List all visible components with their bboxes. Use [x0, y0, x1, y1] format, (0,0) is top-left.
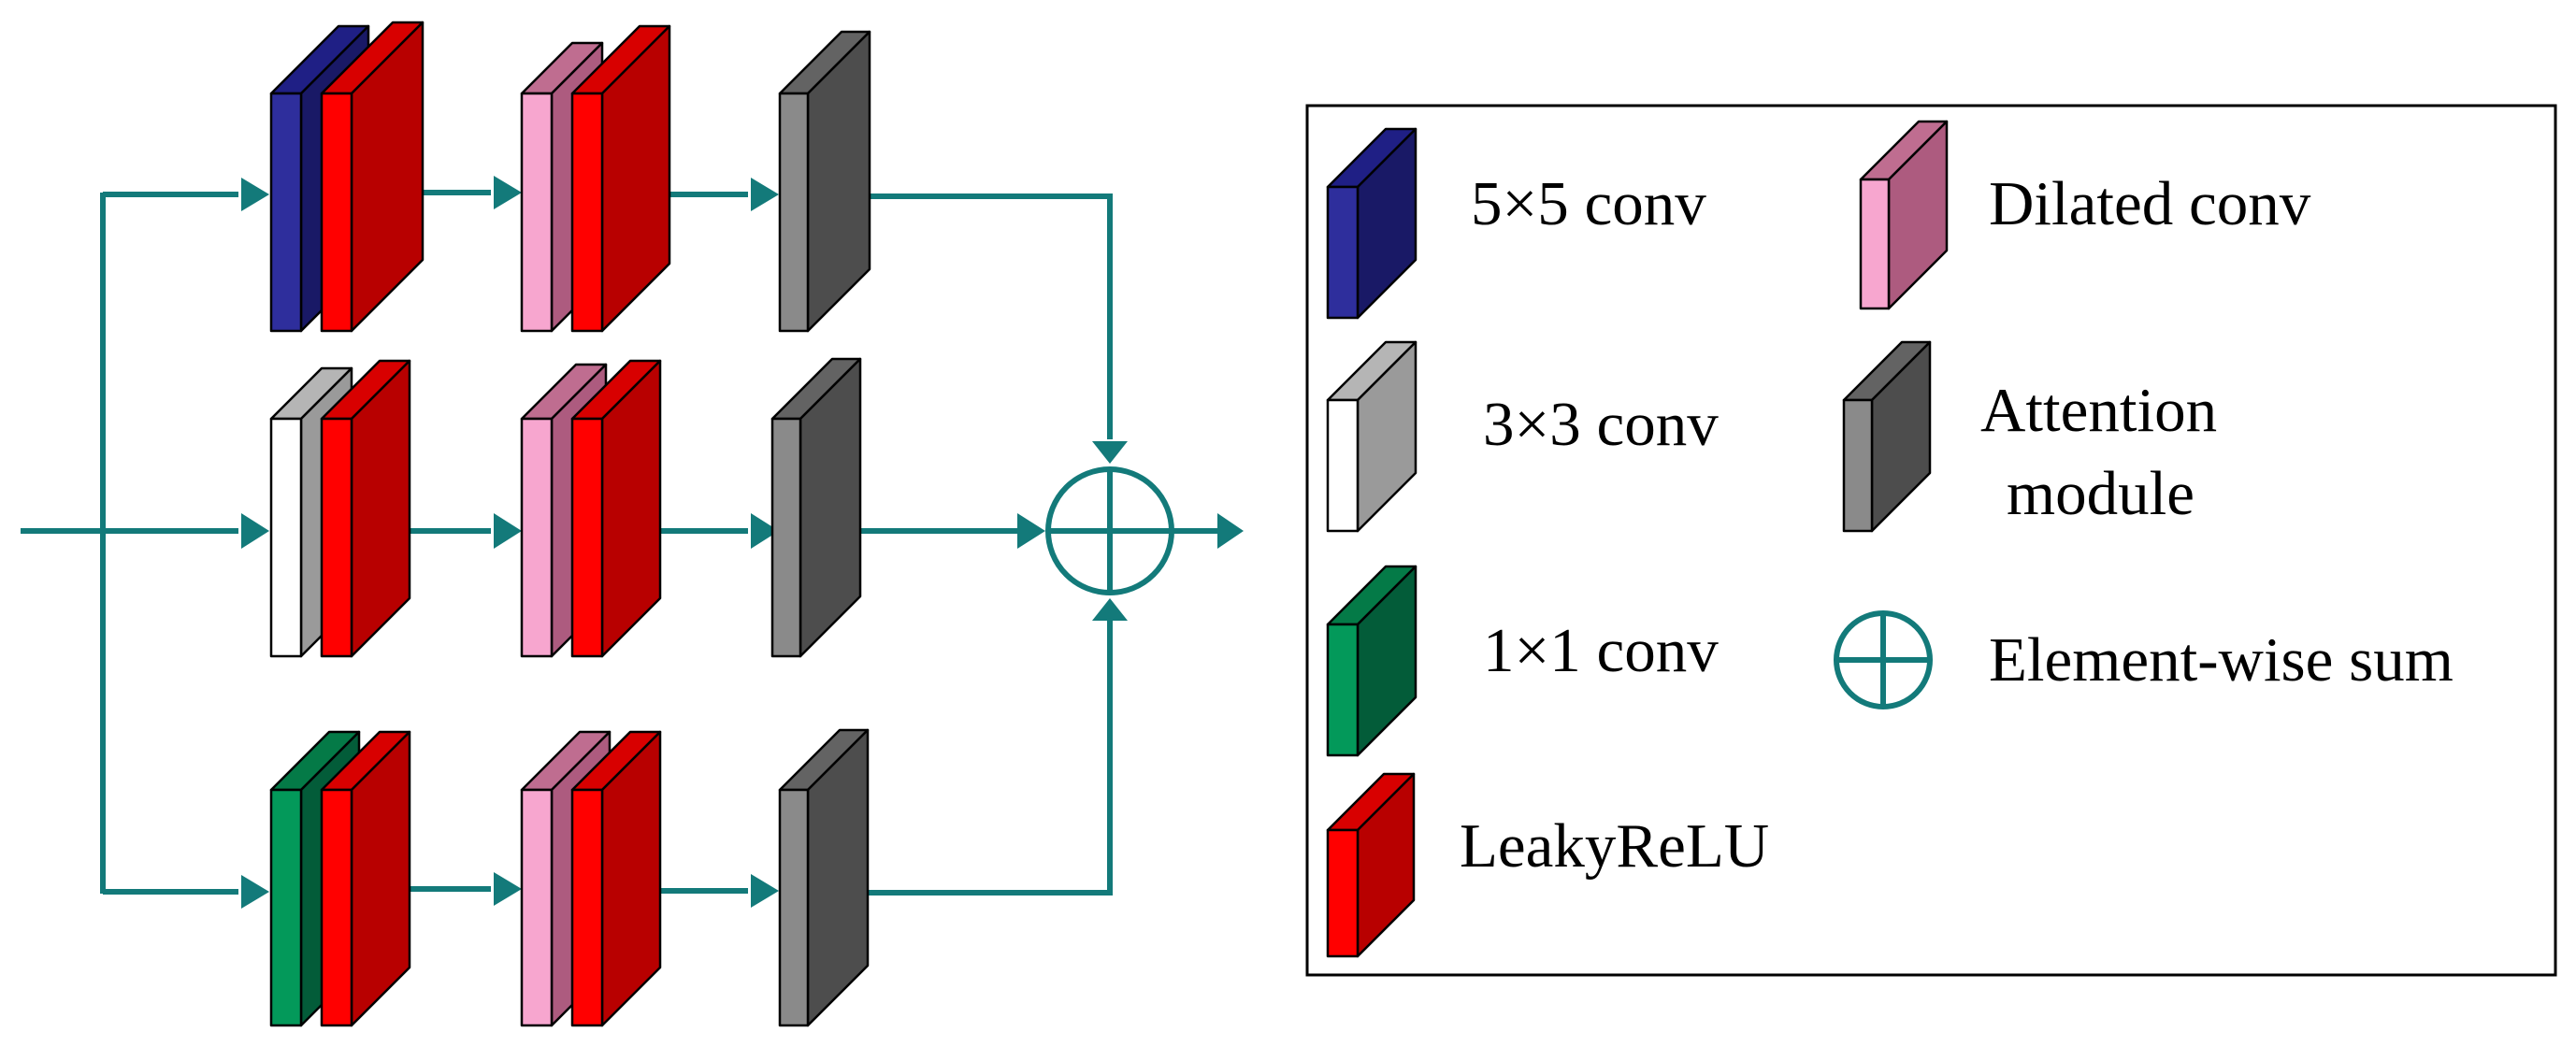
legend-label-dilated: Dilated conv [1989, 169, 2311, 238]
branch2-leakyrelu-block [320, 359, 411, 658]
arrowhead-branch1-input [241, 178, 269, 211]
legend: 5×5 conv Dilated conv 3×3 conv Attention… [1305, 104, 2557, 977]
branch3-leakyrelu-block [570, 730, 662, 1027]
legend-swatch-conv1x1 [1326, 565, 1418, 757]
arrowhead-branch3-input [241, 875, 269, 909]
arrowhead-branch1-mid [494, 176, 522, 209]
legend-swatch-conv5x5 [1326, 127, 1418, 320]
legend-swatch-conv3x3 [1326, 340, 1418, 533]
legend-swatch-leakyrelu [1326, 772, 1416, 958]
arrowhead-sum-bottom [1092, 598, 1128, 621]
arrowheads [241, 176, 1244, 909]
branch1-leakyrelu-block [320, 21, 425, 333]
branch3-attention-block [778, 728, 870, 1027]
arrowhead-sum-top [1092, 441, 1128, 464]
arrowhead-sum-left [1017, 513, 1045, 549]
arrowhead-branch3-att [751, 874, 779, 908]
legend-label-conv3x3: 3×3 conv [1483, 390, 1719, 459]
branch3-output-line [846, 617, 1113, 896]
legend-label-attention-line1: Attention [1980, 376, 2217, 445]
arrowhead-output [1217, 513, 1244, 549]
legend-label-conv1x1: 1×1 conv [1483, 616, 1719, 685]
legend-label-leakyrelu: LeakyReLU [1460, 811, 1769, 881]
branch1-output-line [846, 193, 1113, 439]
branch1-leakyrelu-block [570, 24, 671, 333]
legend-sum-icon [1834, 610, 1933, 709]
arrowhead-branch3-mid [494, 872, 522, 906]
legend-label-attention-line2: module [2007, 459, 2195, 528]
legend-swatches [1326, 120, 1949, 958]
branch3-leakyrelu-block [320, 730, 411, 1027]
arrowhead-branch1-att [751, 178, 779, 211]
arrowhead-branch2-input [241, 513, 269, 549]
branch2-leakyrelu-block [570, 359, 662, 658]
legend-label-sum: Element-wise sum [1989, 625, 2454, 695]
arrowhead-branch2-mid [494, 513, 522, 549]
element-wise-sum-icon [1045, 466, 1174, 595]
branch2-attention-block [770, 357, 862, 658]
legend-swatch-attention [1842, 340, 1932, 533]
legend-label-conv5x5: 5×5 conv [1471, 169, 1706, 238]
blocks [269, 21, 871, 1027]
branch1-attention-block [778, 30, 871, 333]
arrowhead-branch2-att [751, 513, 779, 549]
legend-swatch-dilated [1859, 120, 1949, 310]
